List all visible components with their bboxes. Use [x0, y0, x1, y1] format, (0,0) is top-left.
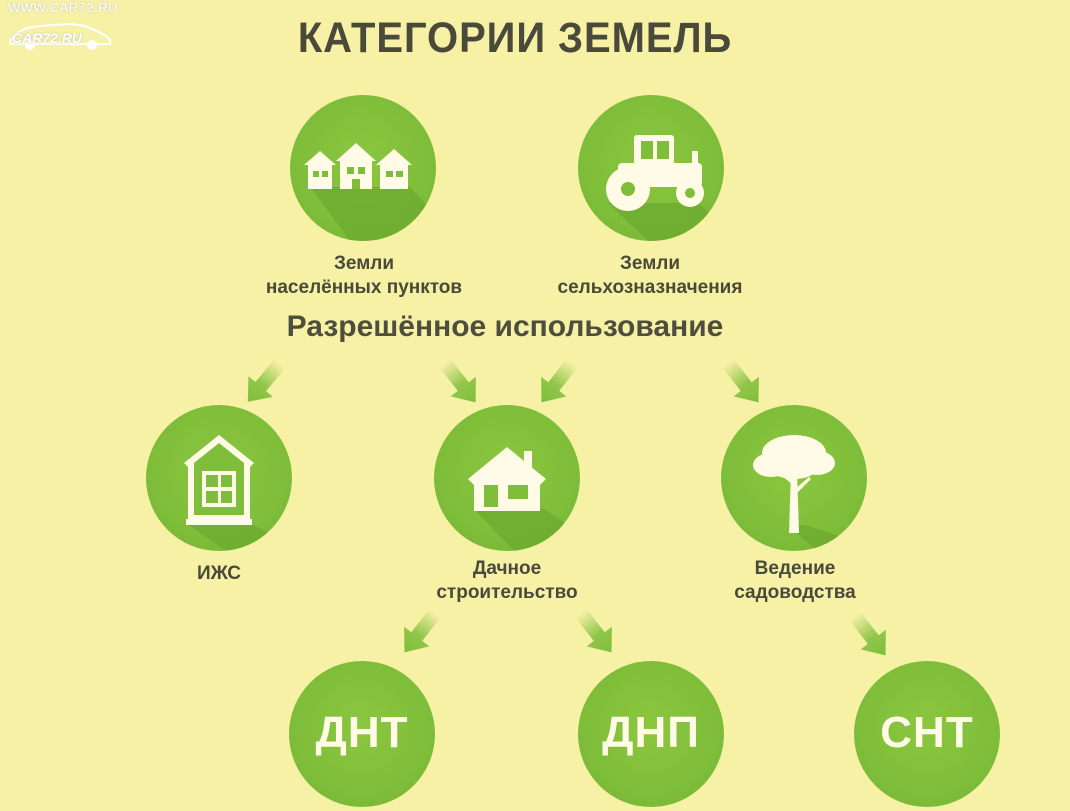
category-settlements-circle — [290, 95, 436, 241]
arrow-to-dacha-left — [439, 358, 476, 403]
house-icon — [184, 435, 292, 551]
watermark-logo: CAR72.RU — [12, 30, 83, 46]
tractor-icon — [606, 135, 724, 241]
arrow-to-garden — [722, 358, 759, 403]
houses-icon — [304, 143, 436, 241]
use-garden-circle — [721, 405, 867, 551]
arrow-to-dnt — [404, 608, 441, 653]
tree-icon — [753, 435, 867, 551]
watermark-url: WWW.CAR72.RU — [8, 0, 118, 15]
arrow-to-dacha-right — [541, 358, 578, 403]
arrow-to-dnp — [575, 608, 612, 653]
org-dnp-circle: ДНП — [578, 661, 724, 807]
cottage-icon — [468, 447, 580, 551]
use-izhs-circle — [146, 405, 292, 551]
org-snt-label: СНТ — [880, 708, 974, 757]
use-dacha-circle — [434, 405, 580, 551]
page-title: КАТЕГОРИИ ЗЕМЕЛЬ — [297, 14, 733, 62]
org-dnt-label: ДНТ — [315, 708, 409, 757]
arrow-to-snt — [849, 611, 886, 656]
category-agricultural-circle — [578, 95, 724, 241]
org-dnp-label: ДНП — [602, 708, 700, 757]
car-logo-icon — [9, 22, 112, 50]
use-izhs-label: ИЖС — [196, 563, 242, 584]
org-snt-circle: СНТ — [854, 661, 1000, 807]
permitted-use-heading: Разрешённое использование — [286, 310, 724, 343]
org-dnt-circle: ДНТ — [289, 661, 435, 807]
arrow-to-izhs — [247, 359, 286, 402]
